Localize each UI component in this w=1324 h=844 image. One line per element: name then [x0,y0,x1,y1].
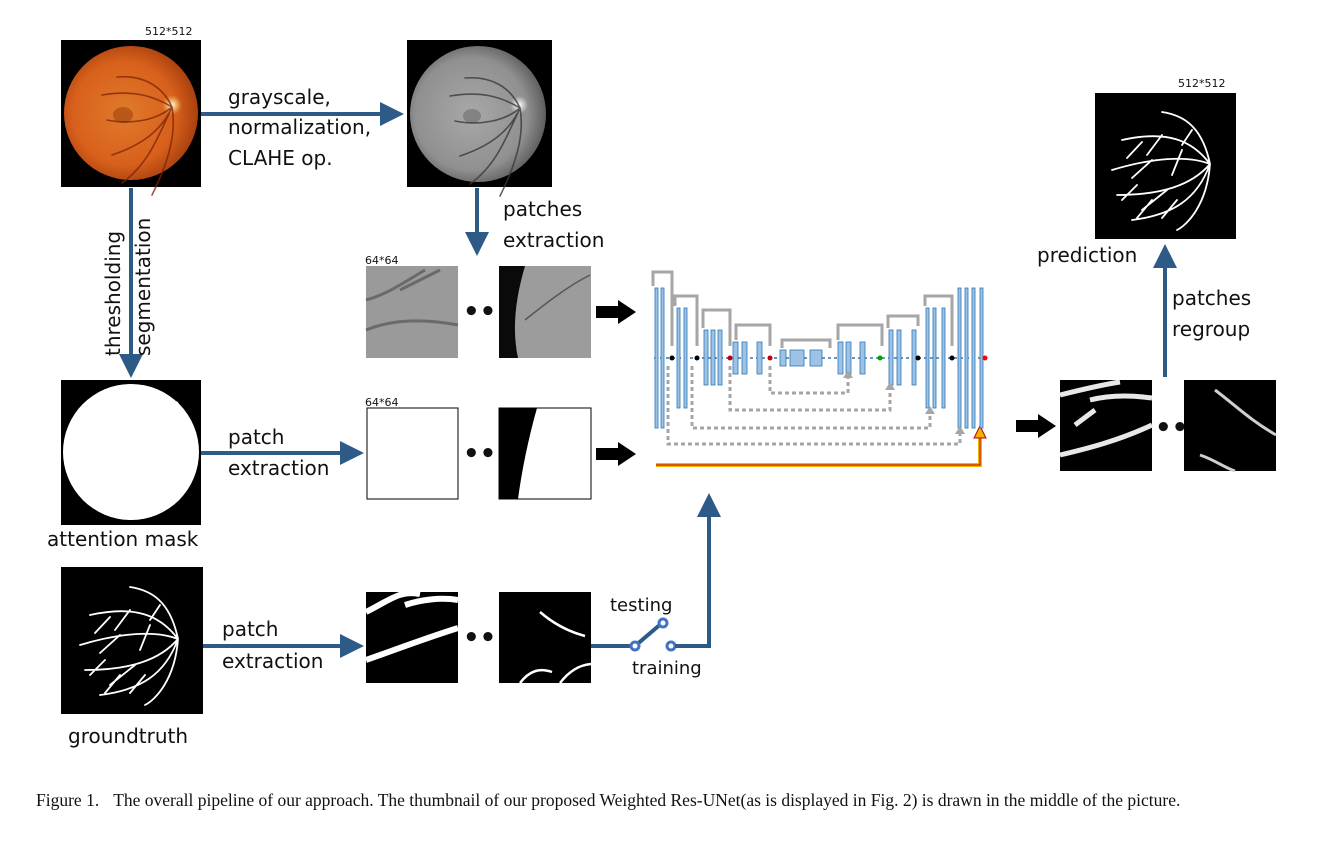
output-patch-1 [1059,379,1154,471]
thresholding-label: thresholding [101,231,125,356]
groundtruth-label: groundtruth [68,724,188,748]
attention-mask-label: attention mask [47,527,199,551]
prediction-label: prediction [1037,243,1137,267]
mask-patch-extraction-label: patch extraction [228,425,329,480]
segmentation-label: segmentation [131,218,155,356]
mask-patch-1 [366,407,459,500]
testing-label: testing [610,595,672,616]
mask-patch-2 [498,407,592,500]
training-label: training [632,658,702,679]
size-label-input: 512*512 [145,25,193,38]
size-label-output: 512*512 [1178,77,1226,90]
gray-patch-2 [499,266,591,358]
gt-patch-extraction-label: patch extraction [222,617,323,673]
groundtruth-image [61,567,203,714]
patches-regroup-label: patches regroup [1172,286,1258,341]
gt-patch-1 [364,590,459,683]
black-arrow-to-unet-mask [596,442,636,466]
black-arrow-to-output [1016,414,1056,438]
testing-training-switch[interactable] [591,493,721,652]
figure-caption-label: Figure 1. [36,790,100,810]
black-arrow-to-unet [596,300,636,324]
prediction-image [1095,93,1236,239]
patches-extraction-label: patches extraction [503,197,604,252]
size-label-mask-patch: 64*64 [365,396,399,409]
gray-patch-1 [365,266,459,358]
attention-mask-image [61,380,201,525]
weighted-res-unet-thumbnail [651,270,988,467]
size-label-patch: 64*64 [365,254,399,267]
output-patch-2 [1184,380,1277,473]
preprocess-label: grayscale, normalization, CLAHE op. [228,85,377,170]
gt-patch-2 [499,592,592,684]
figure-caption-text: The overall pipeline of our approach. Th… [113,790,1181,810]
figure-caption: Figure 1. The overall pipeline of our app… [36,789,1292,811]
fundus-color-image [61,40,201,196]
fundus-grayscale-image [407,40,552,197]
